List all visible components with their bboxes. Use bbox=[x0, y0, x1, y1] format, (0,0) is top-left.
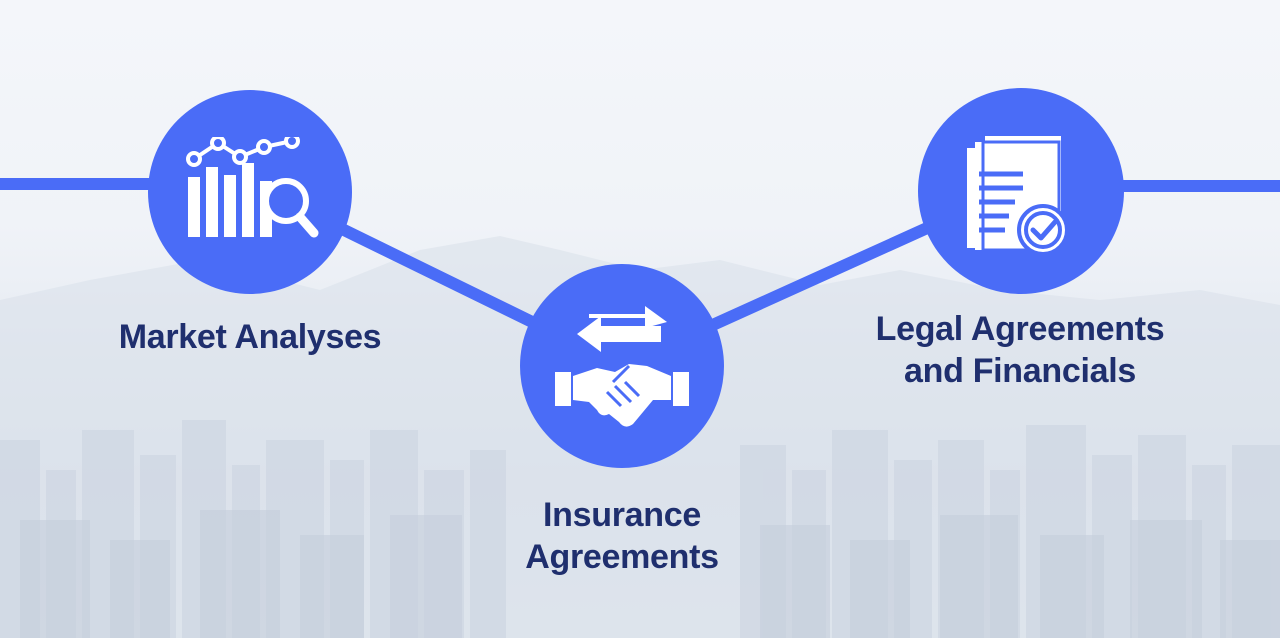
step-legal-agreements-circle bbox=[918, 88, 1124, 294]
document-check-icon bbox=[967, 136, 1069, 256]
step-label-line: Agreements bbox=[525, 538, 719, 576]
step-label-line: Market Analyses bbox=[118, 318, 382, 356]
step-label-market-analyses: Market Analyses bbox=[80, 316, 420, 358]
step-label-line: Legal Agreements bbox=[875, 310, 1165, 348]
step-market-analyses-circle bbox=[148, 90, 352, 294]
bar-chart-magnifier-icon bbox=[186, 137, 319, 238]
step-insurance-agreements-circle bbox=[520, 264, 724, 468]
step-label-line: Insurance bbox=[543, 496, 701, 534]
handshake-exchange-icon bbox=[555, 306, 689, 427]
step-label-line: and Financials bbox=[904, 352, 1136, 390]
step-label-insurance-agreements: Insurance Agreements bbox=[472, 494, 772, 578]
step-label-legal-agreements: Legal Agreements and Financials bbox=[830, 308, 1210, 392]
